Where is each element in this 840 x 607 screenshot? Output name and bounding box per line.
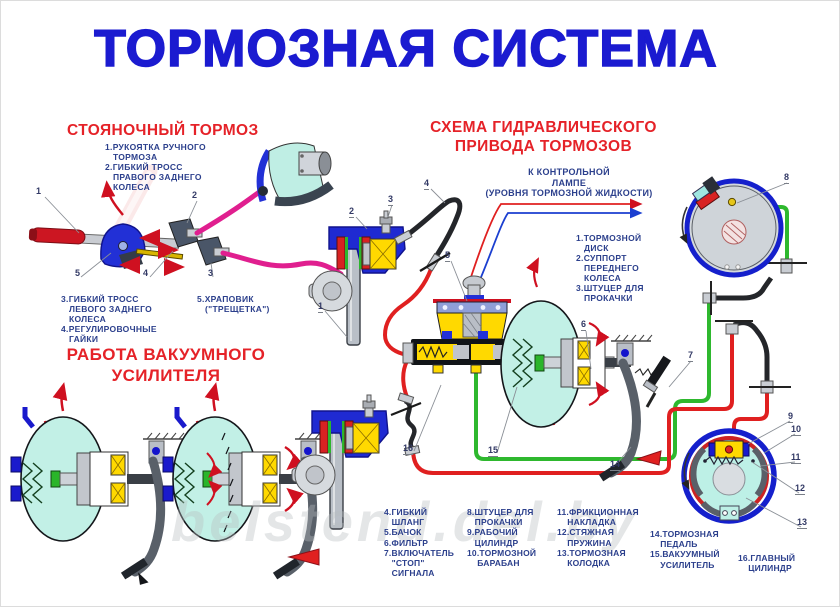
callout-hyd-10: 10 xyxy=(791,424,802,436)
legend-column-2: 8.ШТУЦЕР ДЛЯ ПРОКАЧКИ 9.РАБОЧИЙ ЦИЛИНДР … xyxy=(467,507,537,568)
callout-hyd-1: 1 xyxy=(318,301,324,313)
section-heading-vacuum-booster: РАБОТА ВАКУУМНОГО УСИЛИТЕЛЯ xyxy=(66,345,266,386)
legend-column-3: 11.ФРИКЦИОННАЯ НАКЛАДКА 12.СТЯЖНАЯ ПРУЖИ… xyxy=(557,507,639,568)
parking-note-bottom-left: 3.ГИБКИЙ ТРОСС ЛЕВОГО ЗАДНЕГО КОЛЕСА 4.Р… xyxy=(61,294,157,345)
callout-parking-3: 3 xyxy=(208,268,214,278)
flexible-hoses xyxy=(702,258,807,394)
callout-hyd-16: 16 xyxy=(403,443,414,455)
brake-pedal xyxy=(598,334,662,482)
callout-hyd-8: 8 xyxy=(784,172,790,184)
legend-column-1: 4.ГИБКИЙ ШЛАНГ 5.БАЧОК 6.ФИЛЬТР 7.ВКЛЮЧА… xyxy=(384,507,455,579)
brake-hose-front xyxy=(393,197,463,273)
vacuum-booster-pressed xyxy=(163,387,336,579)
vacuum-booster-released xyxy=(11,387,184,585)
callout-parking-5: 5 xyxy=(75,268,81,278)
hydraulic-leader-lines xyxy=(324,182,802,528)
callout-hyd-7: 7 xyxy=(688,350,694,362)
callout-parking-4: 4 xyxy=(143,268,149,278)
callout-hyd-14: 14 xyxy=(610,459,621,471)
callout-hyd-11: 11 xyxy=(791,452,801,464)
callout-parking-2: 2 xyxy=(192,190,198,200)
parking-note-top: 1.РУКОЯТКА РУЧНОГО ТОРМОЗА 2.ГИБКИЙ ТРОС… xyxy=(105,142,206,193)
callout-hyd-13: 13 xyxy=(797,517,808,529)
callout-hyd-2: 2 xyxy=(349,206,355,218)
front-wheel-parts-list: 1.ТОРМОЗНОЙ ДИСК 2.СУППОРТ ПЕРЕДНЕГО КОЛ… xyxy=(576,233,644,304)
parking-leader-lines xyxy=(44,196,214,278)
parking-brake-illustration xyxy=(28,142,344,278)
section-heading-hydraulic-scheme: СХЕМА ГИДРАВЛИЧЕСКОГО ПРИВОДА ТОРМОЗОВ xyxy=(430,119,657,156)
rear-drum-brake xyxy=(681,428,777,524)
callout-hyd-3: 3 xyxy=(388,194,394,206)
legend-column-4: 14.ТОРМОЗНАЯ ПЕДАЛЬ 15.ВАКУУМНЫЙ УСИЛИТЕ… xyxy=(650,529,720,570)
callout-parking-1: 1 xyxy=(36,186,42,196)
vacuum-booster-main xyxy=(500,300,631,428)
callout-hyd-12: 12 xyxy=(795,483,806,495)
page-title: ТОРМОЗНАЯ СИСТЕМА xyxy=(93,19,718,79)
callout-hyd-15: 15 xyxy=(488,445,499,457)
pipe-front-circuit xyxy=(474,301,711,461)
control-lamp-note: К КОНТРОЛЬНОЙ ЛАМПЕ (УРОВНЯ ТОРМОЗНОЙ ЖИ… xyxy=(485,167,653,199)
brake-hose-s xyxy=(390,392,422,456)
stop-signal-switch xyxy=(634,355,671,408)
front-disc-brake xyxy=(679,176,784,278)
hydraulic-scheme xyxy=(291,176,807,530)
parking-note-bottom-right: 5.ХРАПОВИК ("ТРЕЩЕТКА") xyxy=(197,294,270,315)
callout-hyd-4: 4 xyxy=(424,178,430,190)
legend-column-5: 16.ГЛАВНЫЙ ЦИЛИНДР xyxy=(738,553,796,574)
callout-hyd-5: 5 xyxy=(445,250,451,262)
pipe-rear-circuit xyxy=(411,333,734,475)
callout-hyd-6: 6 xyxy=(581,319,587,331)
callout-hyd-9: 9 xyxy=(788,411,794,423)
section-heading-parking-brake: СТОЯНОЧНЫЙ ТОРМОЗ xyxy=(67,122,259,139)
